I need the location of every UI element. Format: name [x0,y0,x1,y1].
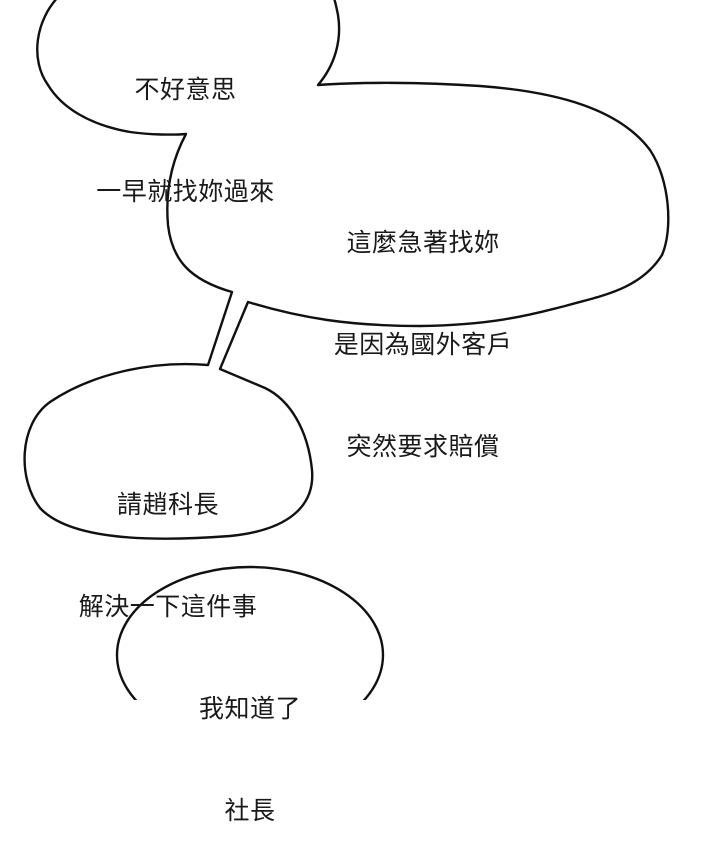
bubble-4-line-2: 社長 [224,796,276,825]
bubble-3-line-2: 解決一下這件事 [78,592,258,621]
bubble-1-line-1: 不好意思 [134,75,237,104]
speech-bubble-2: 這麼急著找妳 是因為國外客戶 突然要求賠償 [318,158,528,498]
bubble-2-line-2: 是因為國外客戶 [333,330,513,359]
bubble-2-line-3: 突然要求賠償 [346,432,500,461]
bubble-4-line-1: 我知道了 [198,694,301,723]
bubble-outline-bottom [115,565,385,700]
speech-bubble-1: 不好意思 一早就找妳過來 [78,5,293,243]
bubble-outline-top-middle-left [23,0,670,540]
bubble-2-line-1: 這麼急著找妳 [346,228,500,257]
speech-bubble-3: 請趙科長 解決一下這件事 [58,420,278,658]
speech-bubble-4: 我知道了 社長 [180,624,320,862]
bubble-3-line-1: 請趙科長 [116,490,219,519]
speech-bubbles-art [23,0,670,700]
bubble-1-line-2: 一早就找妳過來 [96,177,275,206]
